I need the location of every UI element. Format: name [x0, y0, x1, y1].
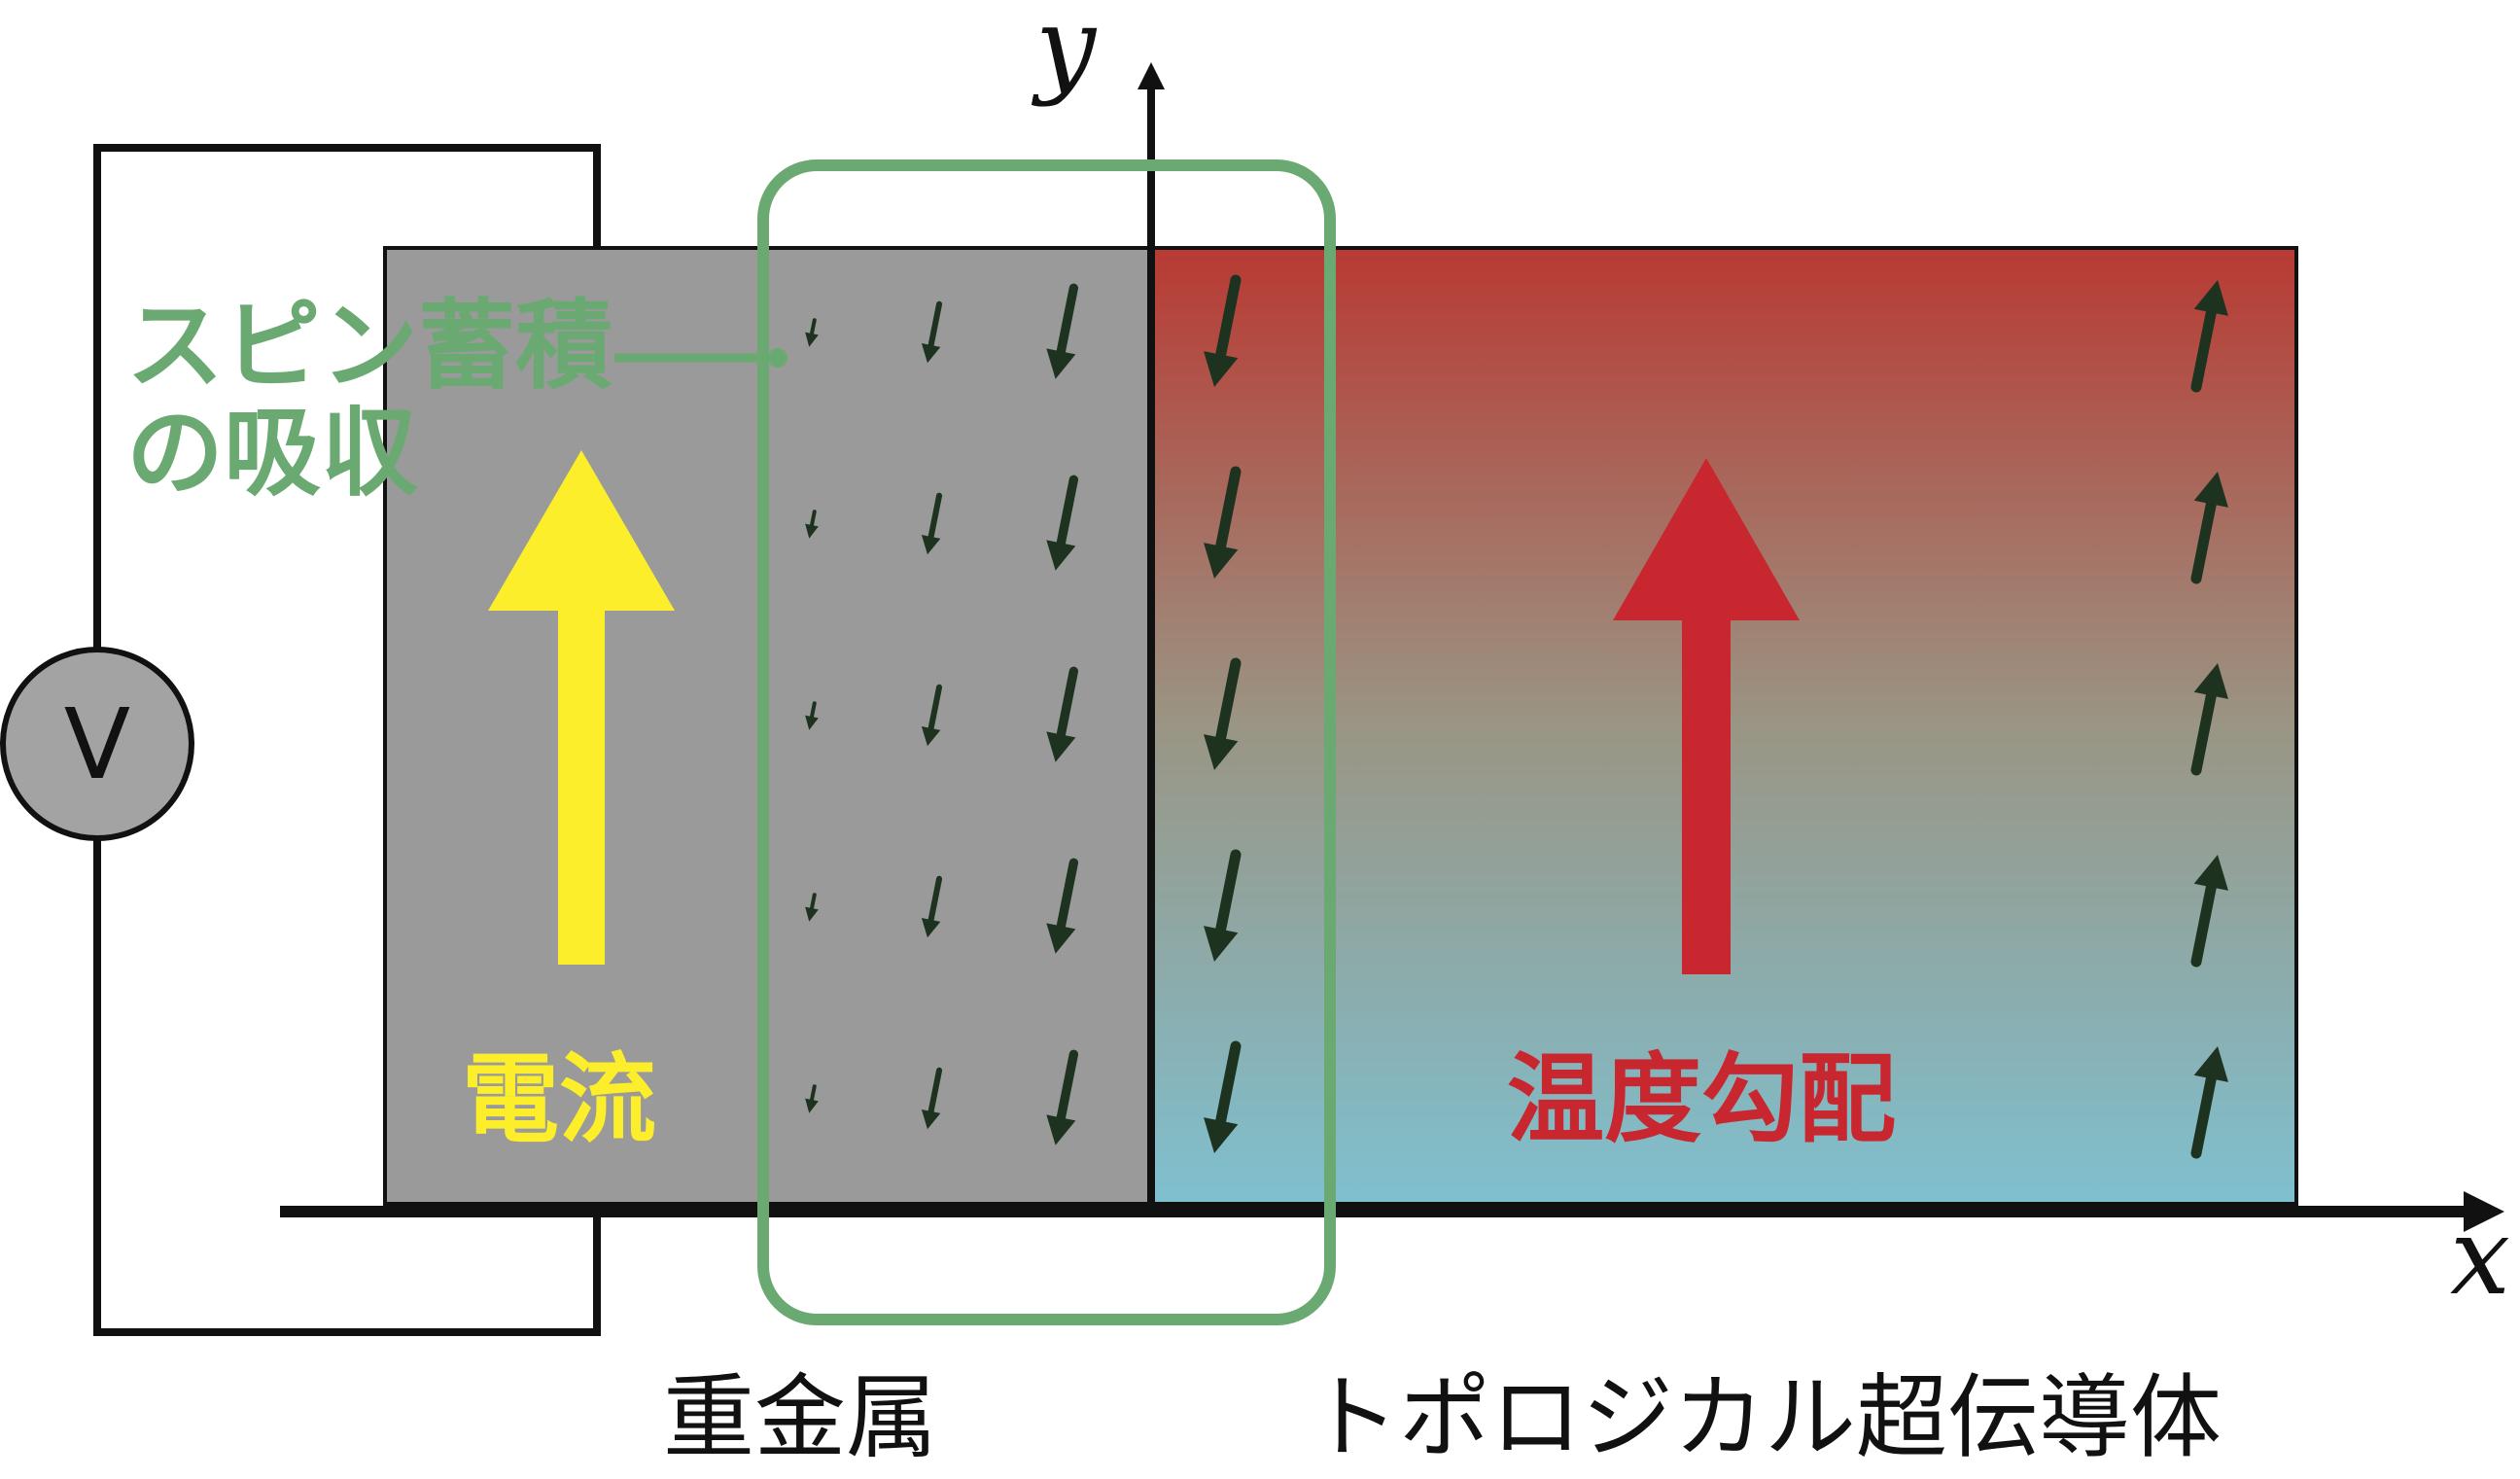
spin-arrows: [805, 274, 2228, 1159]
spin-arrow-heavy-metal-r3-c0: [805, 893, 819, 922]
spin-arrow-interface-r2-head: [1204, 734, 1239, 770]
y-axis-label: y: [1031, 0, 1098, 108]
spin-arrow-heavy-metal-r1-c2-head: [1046, 540, 1076, 571]
spin-arrow-right-edge-r1-shaft: [2190, 498, 2217, 584]
spin-arrow-heavy-metal-r4-c0-shaft: [809, 1084, 817, 1103]
spin-arrow-heavy-metal-r4-c2-head: [1046, 1114, 1076, 1145]
spin-arrow-heavy-metal-r3-c0-head: [805, 906, 819, 922]
spin-arrow-interface-r4-head: [1204, 1117, 1239, 1153]
spin-arrow-heavy-metal-r2-c0-head: [805, 715, 819, 730]
spin-arrow-heavy-metal-r0-c1: [921, 300, 943, 364]
spin-arrow-heavy-metal-r1-c0-shaft: [809, 510, 817, 528]
spin-arrow-right-edge-r0-shaft: [2190, 306, 2217, 393]
spin-accumulation-label-line2: の吸収: [126, 396, 418, 510]
spin-arrow-right-edge-r0: [2190, 280, 2228, 393]
spin-arrow-interface-r0-head: [1204, 351, 1239, 387]
spin-arrow-right-edge-r4-shaft: [2190, 1073, 2217, 1159]
spin-arrow-right-edge-r0-head: [2193, 280, 2228, 316]
x-axis-label: x: [2450, 1194, 2510, 1319]
voltmeter: V: [0, 647, 194, 841]
current-label: 電流: [462, 1042, 656, 1156]
spin-arrow-interface-r1-shaft: [1215, 466, 1242, 552]
spin-arrow-heavy-metal-r0-c0: [805, 318, 819, 347]
spin-arrow-heavy-metal-r3-c2: [1046, 858, 1079, 954]
spin-arrow-heavy-metal-r3-c1-head: [921, 917, 941, 938]
spin-arrow-right-edge-r1-head: [2193, 472, 2228, 508]
spin-arrow-heavy-metal-r2-c0-shaft: [809, 701, 817, 720]
spin-arrow-interface-r4: [1204, 1040, 1242, 1153]
spin-label-pointer-dot: [768, 348, 788, 368]
spin-arrow-heavy-metal-r0-c1-head: [921, 342, 941, 364]
spin-arrow-right-edge-r2-head: [2193, 663, 2228, 699]
spin-arrow-heavy-metal-r0-c1-shaft: [928, 300, 943, 348]
spin-arrow-interface-r1: [1204, 466, 1242, 579]
spin-arrow-heavy-metal-r2-c2-shaft: [1056, 666, 1079, 740]
temperature-gradient-label: 温度勾配: [1507, 1042, 1896, 1156]
spin-arrow-heavy-metal-r2-c1: [921, 684, 943, 747]
spin-arrow-heavy-metal-r2-c1-head: [921, 725, 941, 747]
spin-arrow-heavy-metal-r4-c2: [1046, 1049, 1079, 1145]
spin-accumulation-label-line1: スピン蓄積: [126, 289, 612, 403]
spin-arrow-heavy-metal-r1-c0: [805, 510, 819, 539]
spin-arrow-heavy-metal-r4-c1-head: [921, 1109, 941, 1130]
heavy-metal-label: 重金属: [663, 1365, 937, 1471]
spin-arrow-heavy-metal-r2-c2-head: [1046, 731, 1076, 762]
spin-arrow-heavy-metal-r1-c1-shaft: [928, 492, 943, 540]
voltmeter-label: V: [64, 687, 130, 801]
spin-arrow-heavy-metal-r1-c1: [921, 492, 943, 555]
spin-arrow-heavy-metal-r3-c2-head: [1046, 923, 1076, 954]
spin-arrow-heavy-metal-r2-c0: [805, 701, 819, 730]
spin-arrow-heavy-metal-r0-c2-head: [1046, 348, 1076, 379]
spin-arrow-heavy-metal-r4-c1-shaft: [928, 1067, 943, 1114]
circuit-wire: [93, 144, 601, 1336]
current-arrow: [488, 450, 675, 965]
spin-arrow-heavy-metal-r0-c0-shaft: [809, 318, 817, 336]
spin-arrow-interface-r3: [1204, 849, 1242, 962]
spin-arrow-heavy-metal-r0-c2-shaft: [1056, 283, 1079, 357]
spin-arrow-heavy-metal-r0-c0-head: [805, 332, 819, 347]
spin-arrow-heavy-metal-r3-c1-shaft: [928, 875, 943, 923]
spin-arrow-interface-r0: [1204, 274, 1242, 387]
spin-arrow-right-edge-r3-head: [2193, 855, 2228, 891]
spin-arrow-heavy-metal-r4-c2-shaft: [1056, 1049, 1079, 1123]
spin-arrow-heavy-metal-r2-c1-shaft: [928, 684, 943, 731]
spin-arrow-heavy-metal-r1-c0-head: [805, 523, 819, 539]
spin-arrow-right-edge-r3: [2190, 855, 2228, 968]
spin-arrow-right-edge-r1: [2190, 472, 2228, 584]
spin-arrow-heavy-metal-r4-c1: [921, 1067, 943, 1130]
spin-arrow-heavy-metal-r4-c0: [805, 1084, 819, 1113]
spin-arrow-heavy-metal-r3-c0-shaft: [809, 893, 817, 911]
spin-arrow-interface-r3-shaft: [1215, 849, 1242, 935]
spin-arrow-right-edge-r3-shaft: [2190, 881, 2217, 968]
spin-arrow-interface-r2-shaft: [1215, 657, 1242, 744]
spin-arrow-heavy-metal-r1-c1-head: [921, 534, 941, 555]
topological-superconductor-label: トポロジカル超伝導体: [1308, 1365, 2222, 1471]
spin-accumulation-label: スピン蓄積 の吸収: [126, 289, 647, 510]
spin-arrow-heavy-metal-r1-c2: [1046, 475, 1079, 571]
spin-arrow-right-edge-r4-head: [2193, 1046, 2228, 1082]
spin-arrow-heavy-metal-r3-c2-shaft: [1056, 858, 1079, 932]
spin-arrow-interface-r4-shaft: [1215, 1040, 1242, 1127]
spin-arrow-interface-r1-head: [1204, 543, 1239, 579]
spin-arrow-heavy-metal-r0-c2: [1046, 283, 1079, 379]
temperature-gradient-arrow: [1613, 458, 1800, 974]
spin-arrow-interface-r3-head: [1204, 926, 1239, 962]
spin-arrow-heavy-metal-r1-c2-shaft: [1056, 475, 1079, 548]
spin-arrow-right-edge-r2-shaft: [2190, 689, 2217, 776]
spin-arrow-heavy-metal-r4-c0-head: [805, 1098, 819, 1113]
voltmeter-circle: [0, 647, 194, 841]
spin-arrow-heavy-metal-r2-c2: [1046, 666, 1079, 762]
spin-arrow-right-edge-r2: [2190, 663, 2228, 776]
spin-arrow-heavy-metal-r3-c1: [921, 875, 943, 938]
spin-arrow-interface-r2: [1204, 657, 1242, 770]
spin-arrow-right-edge-r4: [2190, 1046, 2228, 1159]
spin-absorption-region: [757, 159, 1336, 1325]
spin-arrow-interface-r0-shaft: [1215, 274, 1242, 361]
